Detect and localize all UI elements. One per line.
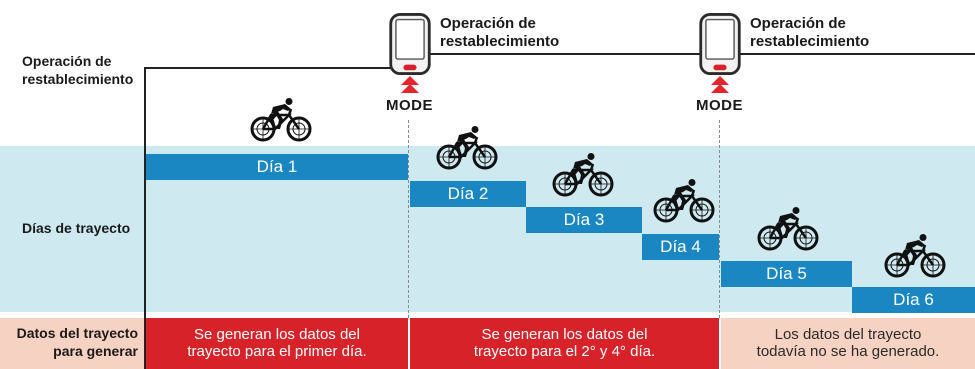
reset-caption-1: Operación de restablecimiento	[440, 15, 560, 50]
reset-divider-2	[719, 120, 720, 318]
bike-computer-icon	[699, 13, 741, 75]
day-label-6: Día 6	[893, 290, 934, 309]
cyclist-icon	[551, 151, 615, 199]
day-label-3: Día 3	[563, 210, 605, 229]
day-bar-6	[852, 287, 975, 313]
cyclist-icon	[249, 96, 313, 144]
cyclist-icon	[883, 232, 947, 280]
day-bar-2	[410, 181, 526, 207]
generation-cell-2	[410, 318, 719, 369]
generation-cell-1	[146, 318, 408, 369]
cyclist-icon	[756, 205, 820, 253]
reset-caption-2: Operación de restablecimiento	[750, 15, 870, 50]
day-label-4: Día 4	[660, 237, 701, 256]
day-bar-3	[526, 207, 642, 233]
press-arrow-icon	[711, 76, 729, 93]
day-label-1: Día 1	[256, 157, 298, 176]
trip-data-label-cell	[0, 318, 146, 369]
day-bar-1	[146, 154, 408, 180]
trip-data-label: Datos del trayecto para generar	[16, 325, 138, 359]
mode-button-label-1: MODE	[386, 97, 433, 114]
day-label-5: Día 5	[766, 264, 807, 283]
generation-text-3: Los datos del trayecto todavía no se ha …	[756, 326, 940, 360]
cyclist-icon	[652, 177, 716, 225]
mode-button-label-2: MODE	[696, 97, 743, 114]
bike-computer-icon	[389, 13, 431, 75]
cyclist-icon	[435, 124, 499, 172]
generation-text-2: Se generan los datos del trayecto para e…	[473, 326, 656, 360]
generation-text-1: Se generan los datos del trayecto para e…	[187, 326, 367, 360]
generation-cell-3	[721, 318, 975, 369]
press-arrow-icon	[401, 76, 419, 93]
reset-operation-label: Operación de restablecimiento	[22, 53, 134, 87]
reset-divider-1	[408, 120, 409, 318]
trip-days-label: Días de trayecto	[22, 220, 131, 236]
day-label-2: Día 2	[447, 184, 489, 203]
day-bar-4	[642, 234, 719, 260]
day-bar-5	[721, 261, 852, 287]
